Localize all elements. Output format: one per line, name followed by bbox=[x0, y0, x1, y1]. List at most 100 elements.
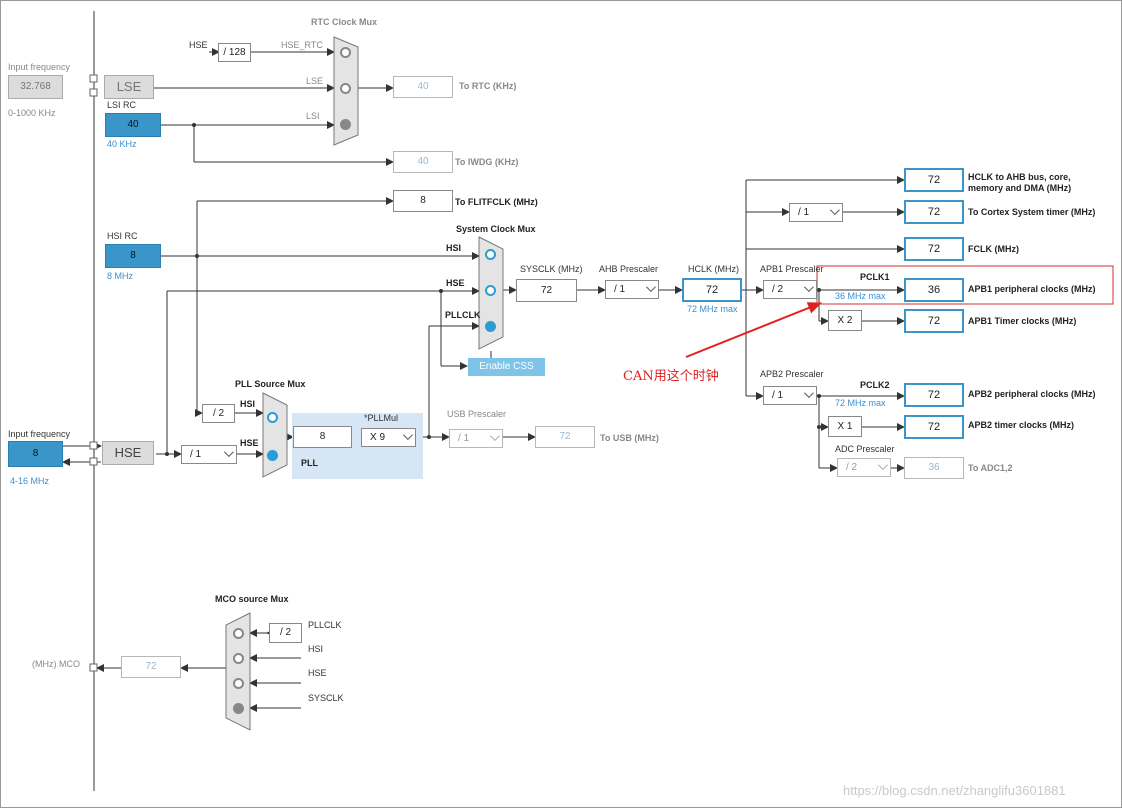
mco-sysclk-label: SYSCLK bbox=[308, 693, 344, 703]
pclk1-label: PCLK1 bbox=[860, 272, 890, 282]
chevron-down-icon bbox=[223, 446, 234, 457]
pllmul-select[interactable]: X 9 bbox=[361, 428, 416, 447]
hclk-title: HCLK (MHz) bbox=[688, 264, 739, 274]
apb2-peripheral-label: APB2 peripheral clocks (MHz) bbox=[968, 389, 1096, 399]
hse-predivider-value: / 1 bbox=[190, 449, 202, 460]
mco-pllclk-option[interactable] bbox=[233, 628, 244, 639]
adc-prescaler-value: / 2 bbox=[846, 462, 858, 473]
adc-output-value: 36 bbox=[904, 457, 964, 479]
ahb-prescaler-title: AHB Prescaler bbox=[599, 264, 659, 274]
hsi-rc-unit: 8 MHz bbox=[107, 271, 134, 281]
watermark: https://blog.csdn.net/zhanglifu3601881 bbox=[843, 783, 1066, 798]
cortex-timer-divider-value: / 1 bbox=[798, 207, 810, 218]
ahb-prescaler-select[interactable]: / 1 bbox=[605, 280, 659, 299]
usb-prescaler-select[interactable]: / 1 bbox=[449, 429, 503, 448]
hse-frequency-input[interactable]: 8 bbox=[8, 441, 63, 467]
usb-prescaler-value: / 1 bbox=[458, 433, 470, 444]
hclk-ahb-label-line2: memory and DMA (MHz) bbox=[968, 183, 1072, 193]
cortex-timer-divider-select[interactable]: / 1 bbox=[789, 203, 843, 222]
flitfclk-output-value: 8 bbox=[393, 190, 453, 212]
apb1-timer-multiplier: X 2 bbox=[828, 310, 862, 331]
chevron-down-icon bbox=[877, 459, 888, 470]
apb2-prescaler-title: APB2 Prescaler bbox=[760, 369, 824, 379]
apb2-prescaler-value: / 1 bbox=[772, 390, 784, 401]
apb1-prescaler-value: / 2 bbox=[772, 284, 784, 295]
hsi-rc-value: 8 bbox=[105, 244, 161, 268]
rtc-lsi-label: LSI bbox=[306, 111, 320, 121]
can-clock-annotation: CAN用这个时钟 bbox=[623, 369, 719, 384]
rtc-mux-hse-option[interactable] bbox=[340, 47, 351, 58]
mco-sysclk-option[interactable] bbox=[233, 703, 244, 714]
mco-pllclk-label: PLLCLK bbox=[308, 620, 342, 630]
adc-prescaler-select[interactable]: / 2 bbox=[837, 458, 891, 477]
hclk-input[interactable]: 72 bbox=[682, 278, 742, 302]
mco-hsi-label: HSI bbox=[308, 644, 324, 654]
rtc-lse-label: LSE bbox=[306, 76, 324, 86]
apb2-prescaler-select[interactable]: / 1 bbox=[763, 386, 817, 405]
adc-prescaler-title: ADC Prescaler bbox=[835, 444, 895, 454]
mco-output-label: (MHz) MCO bbox=[32, 659, 80, 669]
pll-hsi-div2: / 2 bbox=[202, 404, 235, 423]
hse-block: HSE bbox=[102, 441, 154, 465]
cortex-timer-output[interactable]: 72 bbox=[904, 200, 964, 224]
rtc-hse-label: HSE bbox=[189, 40, 208, 50]
lse-input-frequency-title: Input frequency bbox=[8, 62, 71, 72]
rtc-div128: / 128 bbox=[218, 43, 251, 62]
system-clock-mux-title: System Clock Mux bbox=[456, 224, 536, 234]
rtc-output-value: 40 bbox=[393, 76, 453, 98]
rtc-mux-lse-option[interactable] bbox=[340, 83, 351, 94]
pll-source-hsi-option[interactable] bbox=[267, 412, 278, 423]
apb2-timer-multiplier: X 1 bbox=[828, 416, 862, 437]
apb2-timer-output[interactable]: 72 bbox=[904, 415, 964, 439]
pclk2-max-label: 72 MHz max bbox=[835, 398, 886, 408]
pll-source-mux-shape bbox=[262, 392, 288, 478]
apb1-peripheral-label: APB1 peripheral clocks (MHz) bbox=[968, 284, 1096, 294]
iwdg-output-label: To IWDG (KHz) bbox=[455, 157, 519, 167]
pll-hse-label: HSE bbox=[240, 438, 259, 448]
pll-hsi-label: HSI bbox=[240, 399, 256, 409]
adc-output-label: To ADC1,2 bbox=[968, 463, 1013, 473]
hse-input-frequency-title: Input frequency bbox=[8, 429, 71, 439]
pll-source-mux-title: PLL Source Mux bbox=[235, 379, 306, 389]
sysmux-hse-option[interactable] bbox=[485, 285, 496, 296]
lse-block: LSE bbox=[104, 75, 154, 99]
ahb-prescaler-value: / 1 bbox=[614, 284, 626, 295]
apb1-peripheral-output[interactable]: 36 bbox=[904, 278, 964, 302]
sysmux-pllclk-option[interactable] bbox=[485, 321, 496, 332]
mco-source-mux-title: MCO source Mux bbox=[215, 594, 289, 604]
mco-hse-option[interactable] bbox=[233, 678, 244, 689]
lse-frequency-input[interactable]: 32.768 bbox=[8, 75, 63, 99]
sysclk-value: 72 bbox=[516, 279, 577, 302]
hse-predivider-select[interactable]: / 1 bbox=[181, 445, 237, 464]
pll-source-hse-option[interactable] bbox=[267, 450, 278, 461]
mco-pll-div2: / 2 bbox=[269, 623, 302, 643]
apb1-timer-output[interactable]: 72 bbox=[904, 309, 964, 333]
mco-hse-label: HSE bbox=[308, 668, 327, 678]
apb1-prescaler-select[interactable]: / 2 bbox=[763, 280, 817, 299]
rtc-mux-lsi-option[interactable] bbox=[340, 119, 351, 130]
chevron-down-icon bbox=[803, 387, 814, 398]
pll-input-value: 8 bbox=[293, 426, 352, 448]
sysmux-hsi-option[interactable] bbox=[485, 249, 496, 260]
usb-prescaler-title: USB Prescaler bbox=[447, 409, 507, 419]
fclk-output[interactable]: 72 bbox=[904, 237, 964, 261]
rtc-hse-rtc-label: HSE_RTC bbox=[281, 40, 323, 50]
mco-hsi-option[interactable] bbox=[233, 653, 244, 664]
hclk-ahb-output[interactable]: 72 bbox=[904, 168, 964, 192]
apb1-prescaler-title: APB1 Prescaler bbox=[760, 264, 824, 274]
pllmul-value: X 9 bbox=[370, 432, 386, 443]
sysmux-hse-label: HSE bbox=[446, 278, 465, 288]
pclk1-max-label: 36 MHz max bbox=[835, 291, 886, 301]
chevron-down-icon bbox=[829, 204, 840, 215]
pclk2-label: PCLK2 bbox=[860, 380, 890, 390]
hclk-ahb-label-line1: HCLK to AHB bus, core, bbox=[968, 172, 1071, 182]
enable-css-button[interactable]: Enable CSS bbox=[468, 358, 545, 376]
apb2-peripheral-output[interactable]: 72 bbox=[904, 383, 964, 407]
iwdg-output-value: 40 bbox=[393, 151, 453, 173]
hclk-max-label: 72 MHz max bbox=[687, 304, 738, 314]
chevron-down-icon bbox=[803, 281, 814, 292]
mco-mux-shape bbox=[225, 612, 251, 731]
chevron-down-icon bbox=[489, 430, 500, 441]
lsi-rc-title: LSI RC bbox=[107, 100, 137, 110]
hsi-rc-title: HSI RC bbox=[107, 231, 138, 241]
